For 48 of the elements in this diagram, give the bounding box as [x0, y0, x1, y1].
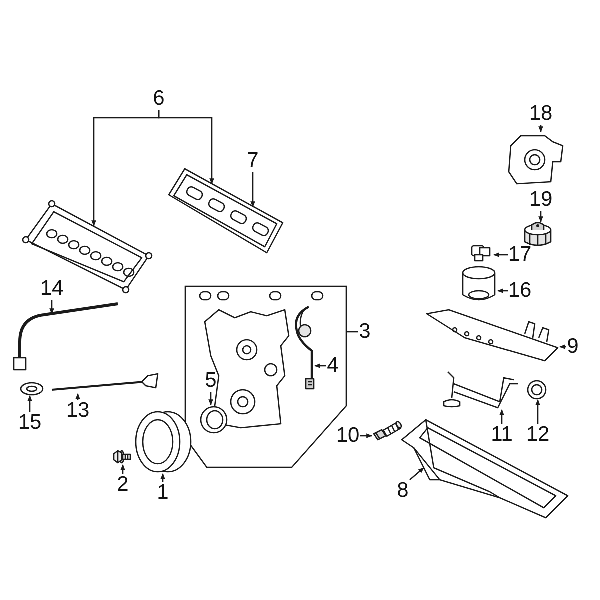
leader-line	[250, 172, 256, 208]
callout-number: 5	[204, 370, 218, 392]
leader-line	[536, 399, 540, 424]
leader-line	[538, 211, 544, 223]
callout-number: 10	[336, 425, 360, 447]
valve-cover-drawing	[22, 198, 152, 293]
leader-line	[347, 331, 358, 333]
callout-number: 11	[490, 424, 514, 446]
cap-drawing	[522, 222, 554, 247]
ring-drawing	[527, 380, 547, 400]
leader-line	[360, 434, 373, 438]
callout-number: 2	[116, 474, 130, 496]
leader-line	[500, 409, 504, 424]
leader-line	[497, 288, 508, 294]
leader-line	[28, 395, 32, 412]
baffle-tray-drawing	[425, 308, 560, 363]
o-ring-drawing	[20, 382, 44, 396]
callout-number: 1	[156, 482, 170, 504]
leader-line	[50, 300, 54, 315]
callout-number: 4	[326, 355, 340, 377]
leader-line	[160, 473, 166, 482]
leader-line	[493, 252, 508, 258]
callout-number: 8	[396, 480, 410, 502]
leader-line	[76, 393, 80, 400]
callout-number: 18	[529, 103, 553, 125]
dipstick-drawing	[50, 372, 160, 394]
sensor-drawing	[372, 420, 402, 442]
callout-number: 12	[526, 424, 550, 446]
callout-number: 3	[358, 321, 372, 343]
callout-number: 9	[566, 336, 580, 358]
callout-number: 19	[529, 189, 553, 211]
callout-number: 7	[246, 150, 260, 172]
callout-number: 15	[18, 412, 42, 434]
callout-number: 13	[66, 400, 90, 422]
leader-line	[314, 364, 326, 368]
leader-line	[559, 344, 566, 350]
bolt-drawing	[113, 450, 131, 465]
leader-line	[120, 464, 126, 474]
pulley-drawing	[134, 410, 192, 474]
leader-line	[158, 110, 214, 185]
callout-number: 16	[508, 280, 532, 302]
callout-number: 6	[152, 88, 166, 110]
seal-drawing	[200, 405, 228, 435]
callout-number: 17	[508, 244, 532, 266]
leader-line	[410, 468, 424, 480]
leader-line	[538, 125, 544, 133]
leader-line	[208, 392, 214, 406]
callout-number: 14	[40, 278, 64, 300]
